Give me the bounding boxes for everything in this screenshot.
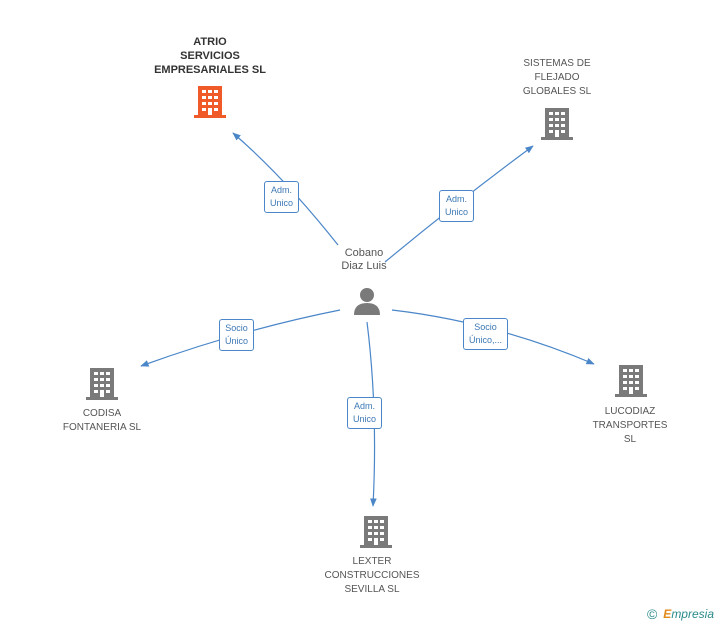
building-icon-codisa[interactable] [86,368,118,400]
brand-initial: E [663,607,672,621]
edge-label-line: Unico [445,207,469,217]
company-name-line: GLOBALES SL [522,86,592,97]
brand-logo: Empresia [663,607,714,621]
edge-label-line: Único [225,336,249,346]
company-label-lucodiaz[interactable]: LUCODIAZ TRANSPORTES SL [570,405,690,447]
footer-brand[interactable]: © Empresia [647,606,714,622]
edge-label-atrio[interactable]: Adm. Unico [264,181,300,213]
edge-label-line: Adm. [446,194,468,204]
edge-label-sistemas[interactable]: Adm. Unico [439,190,475,222]
company-name-line: SERVICIOS [180,50,240,62]
company-name-line: FLEJADO [534,72,580,83]
company-name-line: FONTANERIA SL [62,422,142,433]
company-name-line: SL [623,434,637,445]
company-label-lexter[interactable]: LEXTER CONSTRUCCIONES SEVILLA SL [312,555,432,597]
building-icon-sistemas[interactable] [541,108,573,140]
edge-label-line: Unico [353,414,377,424]
company-name-line: CONSTRUCCIONES [324,570,420,581]
building-icon-atrio[interactable] [194,86,226,119]
edge-label-lexter[interactable]: Adm. Unico [347,397,383,429]
building-icon-lucodiaz[interactable] [615,365,647,397]
company-name-line: EMPRESARIALES SL [154,64,266,76]
edge-label-line: Socio [225,323,248,333]
company-name-line: LUCODIAZ [604,406,656,417]
company-label-codisa[interactable]: CODISA FONTANERIA SL [42,407,162,435]
edge-label-line: Unico [270,198,294,208]
edge-label-codisa[interactable]: Socio Único [219,319,255,351]
edge-label-line: Adm. [354,401,376,411]
company-label-atrio[interactable]: ATRIO SERVICIOS EMPRESARIALES SL [140,35,280,77]
edge-label-line: Socio [474,322,497,332]
person-icon[interactable] [354,288,380,315]
company-label-sistemas[interactable]: SISTEMAS DE FLEJADO GLOBALES SL [497,57,617,99]
company-name-line: LEXTER [352,556,392,567]
edge-label-line: Único,... [469,335,503,345]
copyright-icon: © [646,606,658,622]
person-label[interactable]: Cobano Diaz Luis [324,247,404,273]
person-name-line: Cobano [344,247,384,259]
edge-label-lucodiaz[interactable]: Socio Único,... [463,318,509,350]
company-name-line: TRANSPORTES [592,420,668,431]
company-name-line: CODISA [82,408,122,419]
edge-label-line: Adm. [271,185,293,195]
company-name-line: SISTEMAS DE [523,58,591,69]
brand-rest: mpresia [671,607,714,621]
building-icon-lexter[interactable] [360,516,392,548]
company-name-line: ATRIO [193,36,227,48]
company-name-line: SEVILLA SL [344,584,400,595]
person-name-line: Diaz Luis [341,260,387,272]
